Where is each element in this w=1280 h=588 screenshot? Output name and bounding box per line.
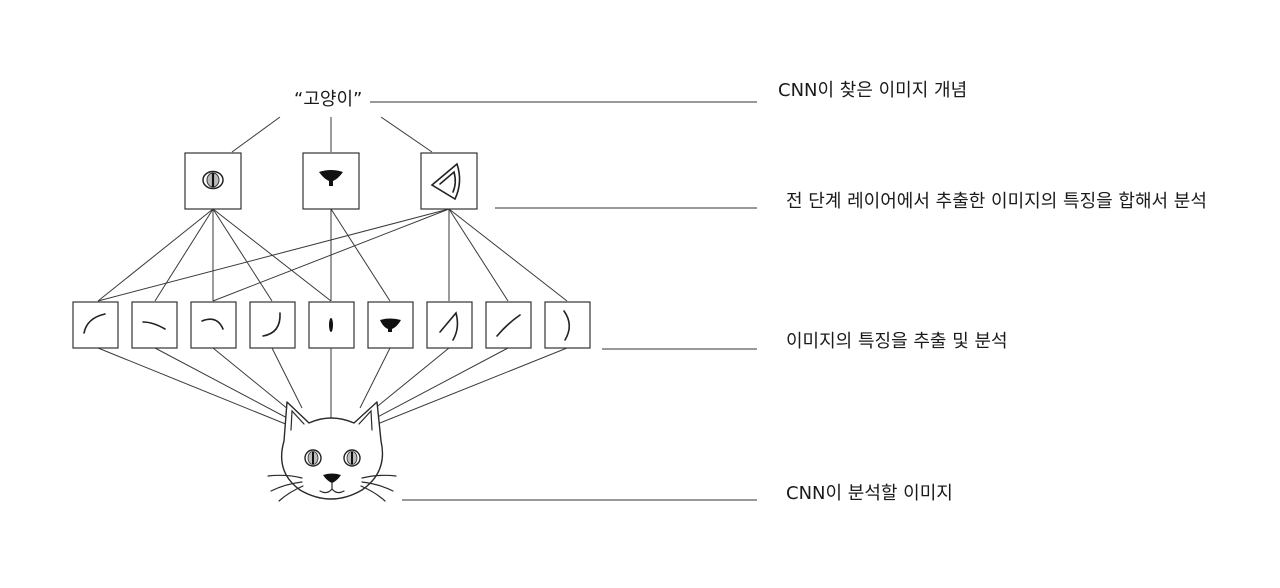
- concept-connections: [231, 116, 433, 153]
- nose-shape-icon: [367, 301, 414, 349]
- ear-stroke-icon: [426, 301, 473, 349]
- top-concept-label: “고양이”: [294, 89, 363, 110]
- upper-feature-layer: [184, 152, 478, 210]
- cat-eye-icon: [184, 152, 242, 210]
- tilde-stroke-icon: [131, 301, 178, 349]
- diagonal-stroke-icon: [485, 301, 532, 349]
- curve-stroke-icon: [249, 301, 296, 349]
- lower-to-input-connections: [97, 347, 568, 426]
- leader-lines: [370, 101, 757, 501]
- level-label-concept: CNN이 찾은 이미지 개념: [778, 80, 968, 101]
- cat-ear-icon: [420, 152, 478, 210]
- eye-slit-icon: [308, 301, 355, 349]
- upper-to-lower-connections: [97, 208, 568, 302]
- level-label-input: CNN이 분석할 이미지: [786, 483, 953, 504]
- lower-feature-layer: [72, 301, 591, 349]
- cat-illustration: [267, 401, 397, 502]
- level-label-features: 이미지의 특징을 추출 및 분석: [786, 331, 1008, 352]
- cat-nose-icon: [302, 152, 360, 210]
- hook-stroke-icon: [190, 301, 237, 349]
- arc-stroke-icon: [72, 301, 119, 349]
- level-label-combined: 전 단계 레이어에서 추출한 이미지의 특징을 합해서 분석: [786, 191, 1207, 212]
- parenthesis-stroke-icon: [544, 301, 591, 349]
